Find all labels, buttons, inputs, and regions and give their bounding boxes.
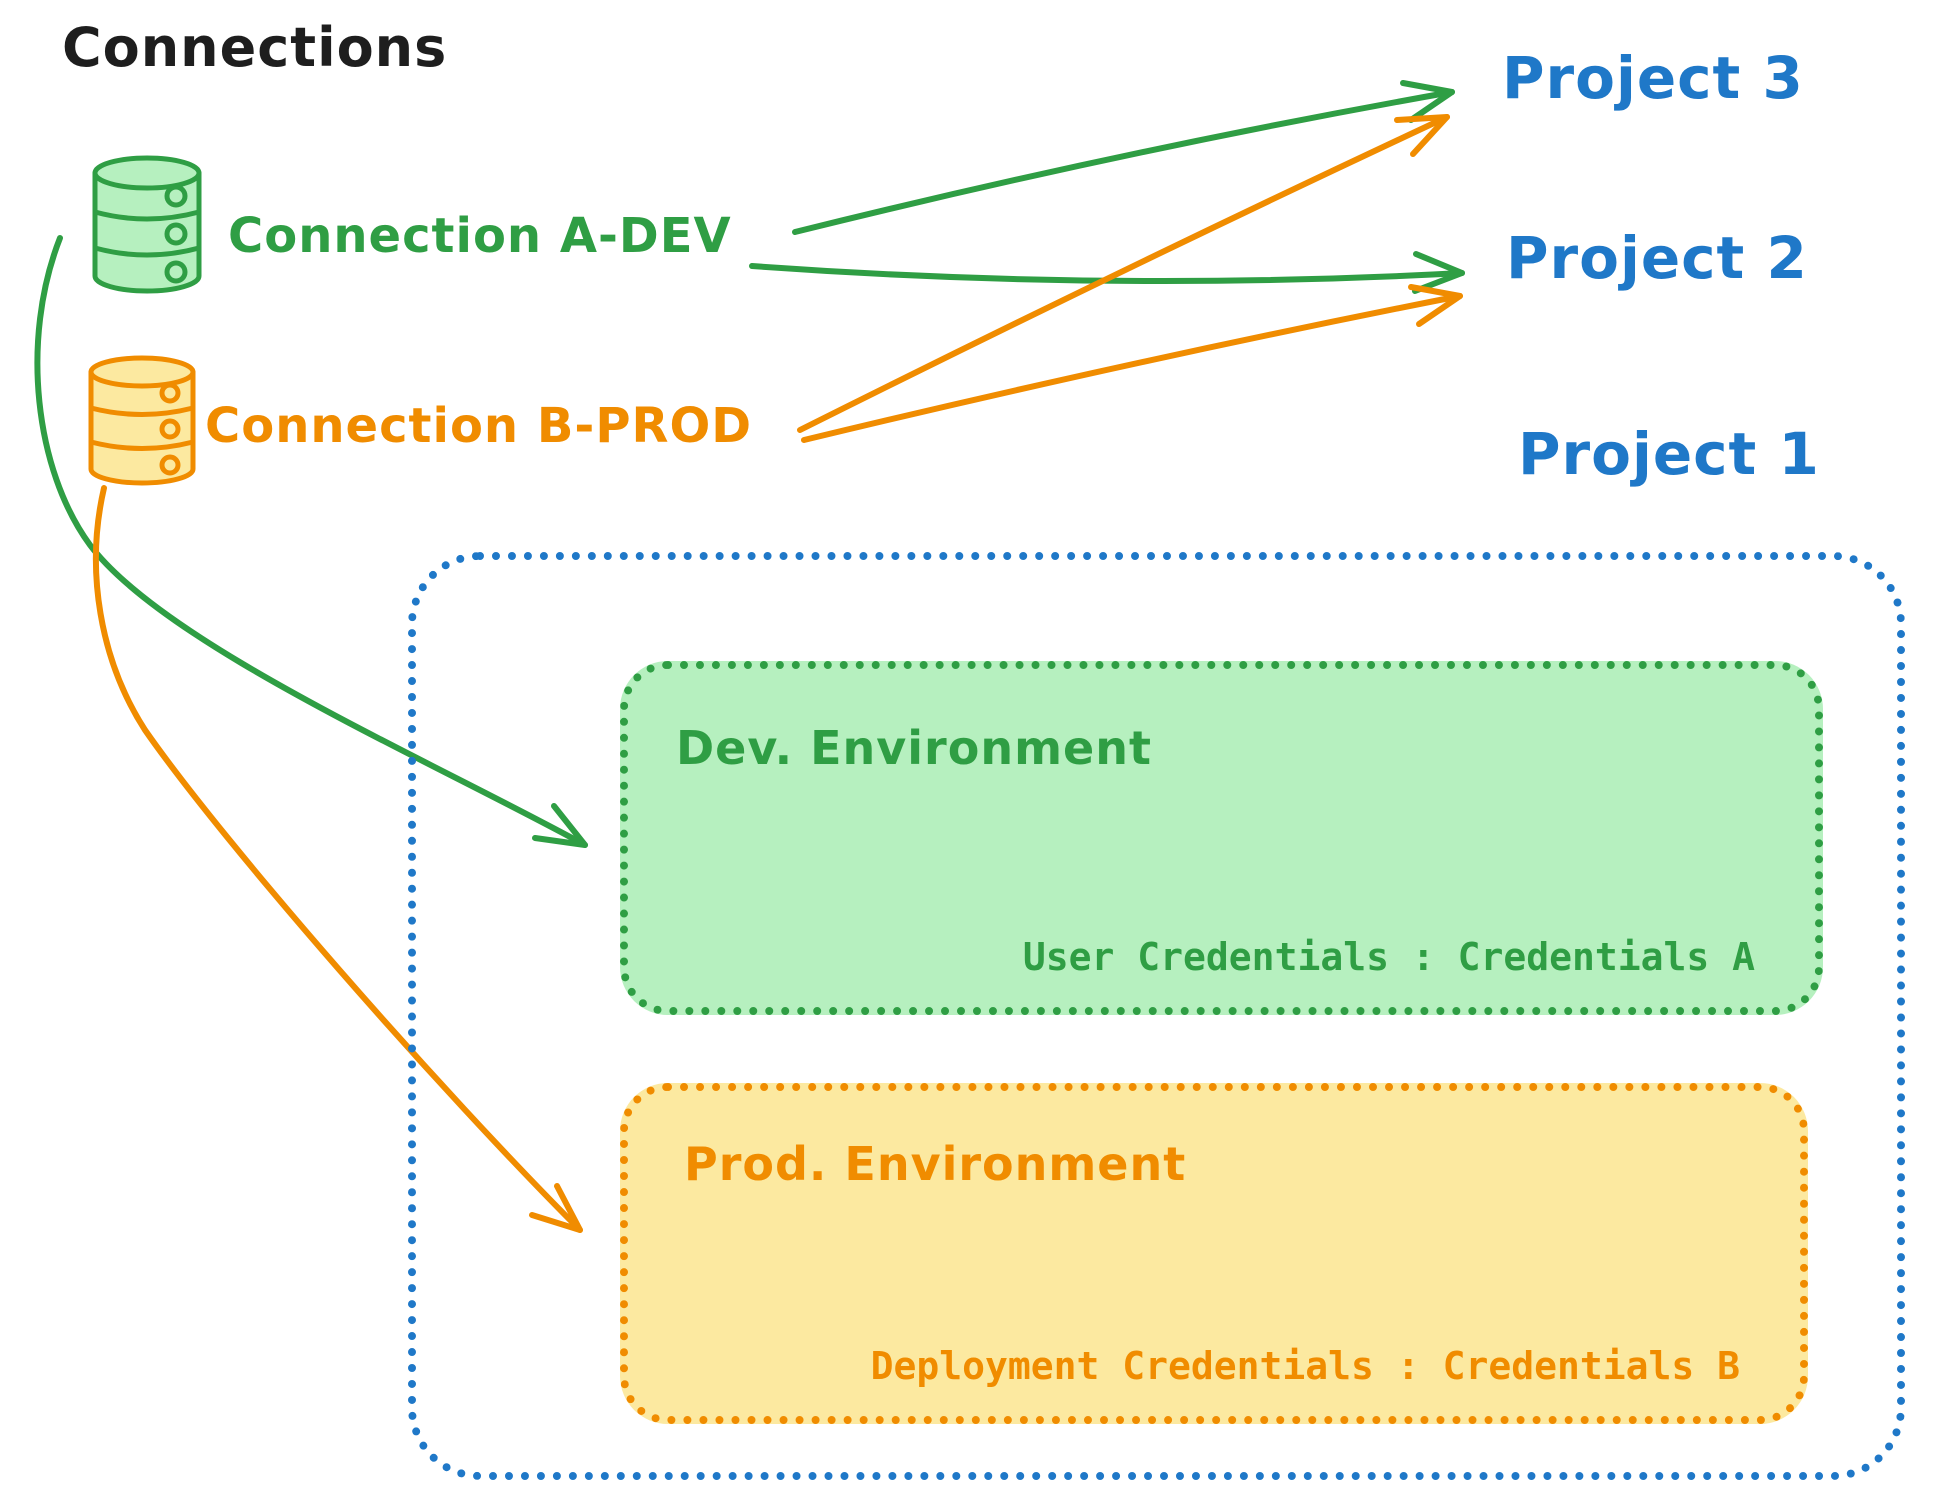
- connection-a-dev-label: Connection A-DEV: [228, 208, 732, 264]
- project-1-label: Project 1: [1518, 420, 1820, 488]
- arrow-a-dev-to-project3: [792, 80, 1455, 235]
- arrow-a-dev-to-project2: [749, 251, 1465, 294]
- dev-environment-box: Dev. Environment User Credentials : Cred…: [620, 661, 1823, 1015]
- database-icon: [92, 155, 202, 294]
- arrow-b-prod-to-project2: [801, 284, 1463, 443]
- project-1-container: Dev. Environment User Credentials : Cred…: [408, 552, 1905, 1480]
- prod-environment-credentials: Deployment Credentials : Credentials B: [870, 1344, 1740, 1388]
- arrow-b-prod-to-project3: [797, 114, 1450, 433]
- dev-environment-label: Dev. Environment: [676, 721, 1152, 775]
- dev-environment-credentials: User Credentials : Credentials A: [1022, 935, 1755, 979]
- prod-environment-label: Prod. Environment: [684, 1137, 1187, 1191]
- project-3-label: Project 3: [1502, 44, 1804, 112]
- connection-b-prod-label: Connection B-PROD: [205, 398, 753, 454]
- diagram-title: Connections: [62, 16, 448, 79]
- database-icon: [88, 355, 196, 486]
- prod-environment-box: Prod. Environment Deployment Credentials…: [620, 1083, 1808, 1424]
- project-2-label: Project 2: [1506, 224, 1808, 292]
